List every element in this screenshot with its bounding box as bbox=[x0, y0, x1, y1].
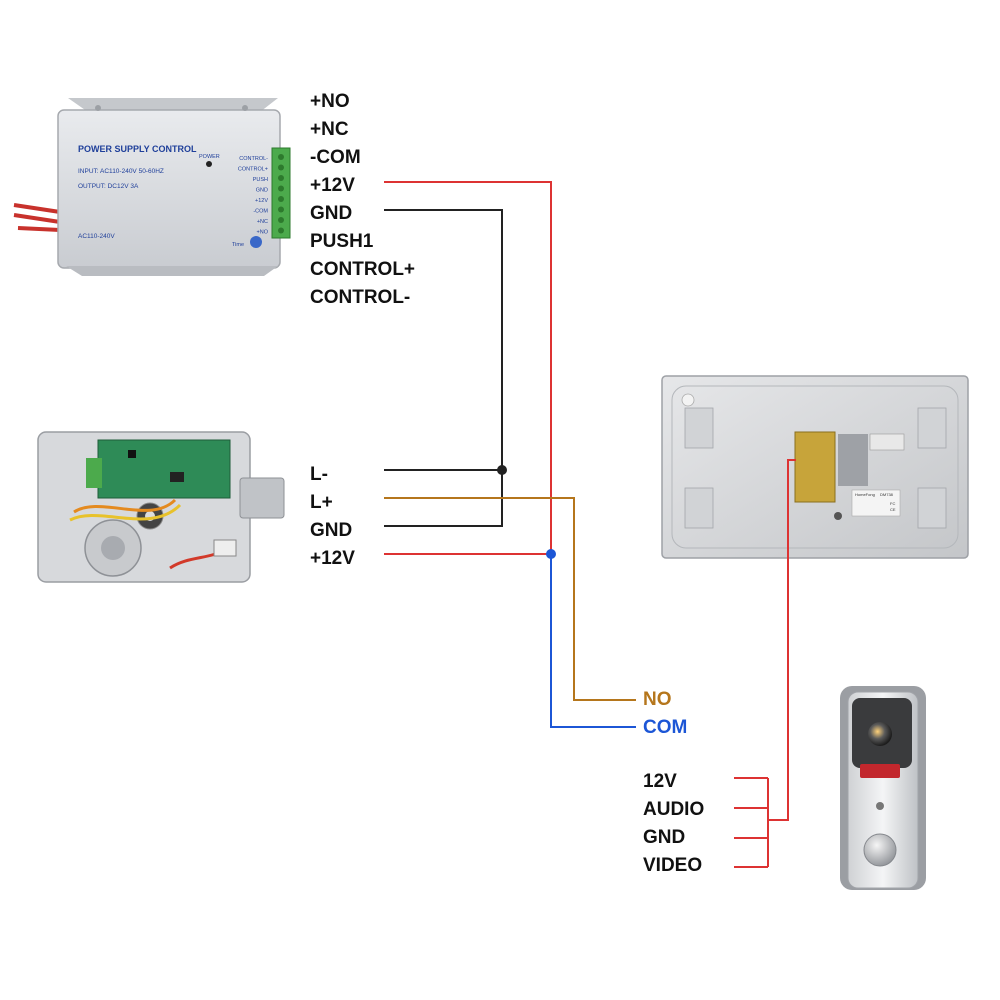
terminal-screw bbox=[278, 217, 284, 223]
lock-terminal-label-list: L- L+ GND +12V bbox=[310, 464, 355, 569]
brown-wire-lock-plus-to-no bbox=[384, 497, 636, 701]
camera-icon bbox=[868, 722, 892, 746]
terminal-screw bbox=[278, 227, 284, 234]
psu-terminal-label: GND bbox=[256, 188, 268, 194]
wiring bbox=[384, 181, 796, 868]
time-knob-icon bbox=[250, 236, 262, 248]
psu-label-12v: +12V bbox=[310, 175, 355, 196]
monitor-fc-mark: FC bbox=[890, 501, 895, 506]
electric-lock-device bbox=[37, 431, 285, 583]
terminal-screw bbox=[278, 206, 284, 213]
indoor-monitor-device: HomeFong DM738 FC CE bbox=[661, 375, 969, 559]
psu-ac-label: AC110-240V bbox=[78, 233, 115, 240]
psu-terminal-label: PUSH bbox=[253, 177, 268, 183]
psu-output-text: OUTPUT: DC12V 3A bbox=[78, 183, 139, 190]
bell-label-gnd: GND bbox=[643, 827, 685, 848]
psu-time-label: Time bbox=[232, 242, 244, 248]
psu-terminal-label: -COM bbox=[253, 209, 268, 215]
psu-label-com: -COM bbox=[310, 147, 361, 168]
psu-terminal-label: +12V bbox=[255, 198, 268, 204]
red-wire-monitor-to-doorbell bbox=[768, 459, 796, 821]
relay-no-label: NO bbox=[643, 689, 672, 710]
psu-label-no: +NO bbox=[310, 91, 350, 112]
monitor-ce-mark: CE bbox=[890, 507, 896, 512]
lock-label-l: L+ bbox=[310, 492, 333, 513]
lock-label-l: L- bbox=[310, 464, 328, 485]
junction-dot-blue bbox=[546, 549, 556, 559]
outdoor-doorbell-device bbox=[840, 686, 926, 890]
psu-terminal-labels: CONTROL- CONTROL+ PUSH GND +12V -COM +NC +NO bbox=[238, 156, 269, 236]
psu-terminal-label: CONTROL+ bbox=[238, 167, 268, 173]
psu-terminal-label: CONTROL- bbox=[239, 156, 268, 162]
doorbell-terminal-label-list: 12V AUDIO GND VIDEO bbox=[643, 771, 704, 876]
speaker-icon bbox=[876, 802, 884, 810]
terminal-screw bbox=[278, 175, 284, 181]
red-wire-psu-to-lock bbox=[384, 181, 552, 555]
psu-terminal-label: +NO bbox=[257, 230, 269, 236]
psu-terminal-label: +NC bbox=[257, 219, 268, 225]
bell-label-video: VIDEO bbox=[643, 855, 702, 876]
bell-label-audio: AUDIO bbox=[643, 799, 704, 820]
psu-power-led-label: POWER bbox=[199, 154, 220, 160]
blue-wire-com bbox=[550, 554, 636, 728]
ir-window bbox=[860, 764, 900, 778]
psu-label-push1: PUSH1 bbox=[310, 231, 374, 252]
black-wire-psu-gnd-to-lock bbox=[384, 209, 503, 527]
monitor-brand-text: HomeFong bbox=[855, 492, 875, 497]
junction-dot-black bbox=[497, 465, 507, 475]
power-led bbox=[206, 161, 212, 167]
relay-com-label: COM bbox=[643, 717, 687, 738]
psu-label-control: CONTROL+ bbox=[310, 259, 415, 280]
monitor-model-text: DM738 bbox=[880, 492, 894, 497]
psu-label-control: CONTROL- bbox=[310, 287, 410, 308]
terminal-screw bbox=[278, 164, 284, 171]
psu-label-nc: +NC bbox=[310, 119, 349, 140]
lock-label-gnd: GND bbox=[310, 520, 352, 541]
psu-label-gnd: GND bbox=[310, 203, 352, 224]
bell-label-12v: 12V bbox=[643, 771, 677, 792]
psu-input-text: INPUT: AC110-240V 50-60HZ bbox=[78, 168, 164, 175]
terminal-screw bbox=[278, 185, 284, 192]
terminal-screw bbox=[278, 154, 284, 160]
power-supply-device: POWER SUPPLY CONTROL INPUT: AC110-240V 5… bbox=[13, 98, 291, 276]
terminal-screw bbox=[278, 196, 284, 202]
call-button-icon bbox=[863, 833, 897, 867]
psu-title: POWER SUPPLY CONTROL bbox=[78, 144, 197, 154]
psu-terminal-screws bbox=[278, 154, 284, 234]
lock-label-12v: +12V bbox=[310, 548, 355, 569]
